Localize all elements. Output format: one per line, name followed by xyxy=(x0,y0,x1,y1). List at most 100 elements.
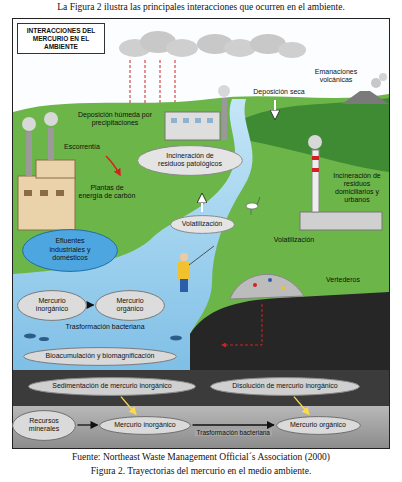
rain-line xyxy=(130,60,175,105)
ellipse-outline xyxy=(100,416,191,434)
ellipse-node: Disolución de mercurio inorgánico xyxy=(210,377,360,396)
ellipse-node: Mercurio orgánico xyxy=(95,290,165,321)
volatilization-arrow xyxy=(202,195,203,212)
ellipse-node: Efluentes industriales y domésticos xyxy=(22,229,118,272)
node-label: Volatilización xyxy=(182,220,222,228)
figure-frame xyxy=(13,19,390,449)
text-label: Volatilización xyxy=(266,236,322,244)
hospital-building xyxy=(165,112,220,140)
volatilization-arrow xyxy=(201,195,203,212)
figure-caption: Figura 2. Trayectorias del mercurio en e… xyxy=(4,466,398,477)
ellipse-outline xyxy=(18,290,87,320)
runoff-arrow xyxy=(106,156,120,175)
node-text: Volatilización xyxy=(182,220,222,228)
heron xyxy=(246,203,258,209)
cloud xyxy=(278,42,306,58)
leachate-arrow xyxy=(222,304,262,345)
node-text: Disolución de mercurio inorgánico xyxy=(232,382,337,390)
hills xyxy=(13,94,389,372)
coal-power-plant xyxy=(18,112,75,230)
fisherman xyxy=(189,246,214,265)
text-label: Emanaciones volcánicas xyxy=(310,68,362,84)
ellipse-node: Mercurio orgánico xyxy=(276,416,361,435)
volcano xyxy=(371,78,381,88)
fish xyxy=(24,334,36,339)
cloud xyxy=(119,31,306,58)
coal-power-plant xyxy=(26,132,32,176)
node-text: Mercurio inorgánico xyxy=(30,297,74,314)
heron xyxy=(246,197,260,215)
ellipse-outline xyxy=(276,416,360,434)
dry-deposition-arrow xyxy=(275,100,276,118)
text-label: Plantas de energía de carbón xyxy=(78,184,136,200)
node-text: Mercurio inorgánico xyxy=(114,421,175,429)
heron xyxy=(257,197,260,205)
text-label: Trasformación bacteriana xyxy=(50,323,160,331)
landfill-ground xyxy=(190,292,389,372)
hills xyxy=(13,94,389,372)
node-label: Mercurio inorgánico xyxy=(30,297,74,314)
sediment-band xyxy=(13,370,389,406)
text-label: Incineración de residuos domiciliarios y… xyxy=(328,172,386,204)
waste-incinerator xyxy=(312,168,319,172)
waste-incinerator xyxy=(300,212,382,230)
node-text: Sedimentación de mercurio inorgánico xyxy=(52,382,171,390)
node-text: Recursos minerales xyxy=(24,417,64,434)
hospital-building xyxy=(195,118,201,123)
coal-power-plant xyxy=(24,190,32,196)
flow-arrow xyxy=(294,397,309,415)
landfill-ground xyxy=(268,278,272,282)
node-label: Bioacumulación y biomagnificación xyxy=(46,352,155,360)
ellipse-outline xyxy=(13,410,76,440)
node-label: Sedimentación de mercurio inorgánico xyxy=(52,382,171,390)
fish xyxy=(24,334,182,342)
title-box: INTERACCIONES DEL MERCURIO EN EL AMBIENT… xyxy=(17,23,105,54)
fisherman xyxy=(178,246,214,292)
fisherman xyxy=(178,262,190,279)
node-label: Mercurio inorgánico xyxy=(114,421,175,429)
ellipse-node: Volatilización xyxy=(170,215,235,234)
coal-power-plant xyxy=(56,190,64,196)
fisherman xyxy=(180,253,188,261)
ellipse-node: Mercurio inorgánico xyxy=(99,416,191,435)
text-label: Escorrentía xyxy=(60,143,104,151)
rain-line xyxy=(175,60,176,105)
sediment-band xyxy=(13,370,389,406)
hospital-building xyxy=(171,118,177,123)
flow-arrow xyxy=(121,397,136,415)
node-text: Incineración de residuos patológicos xyxy=(154,152,226,169)
dry-deposition-arrow xyxy=(274,100,276,118)
mineral-band xyxy=(13,406,389,448)
rain-line xyxy=(145,60,146,105)
node-text: Mercurio orgánico xyxy=(290,421,346,429)
volcano xyxy=(379,73,387,81)
runoff-arrow xyxy=(106,156,120,175)
heron xyxy=(251,209,252,215)
landfill-ground xyxy=(190,274,389,372)
node-text: Mercurio orgánico xyxy=(108,297,152,314)
flow-arrow xyxy=(89,304,94,305)
waste-incinerator xyxy=(312,156,319,160)
ellipse-node: Mercurio inorgánico xyxy=(17,290,87,321)
flow-arrow xyxy=(193,424,275,425)
ellipse-outline xyxy=(24,347,177,365)
ellipse-node: Sedimentación de mercurio inorgánico xyxy=(28,377,196,396)
node-label: Efluentes industriales y domésticos xyxy=(38,237,102,262)
ellipse-outline xyxy=(211,377,360,395)
hospital-building xyxy=(207,118,213,123)
text-label: Fuente: Northeast Waste Management Offic… xyxy=(4,452,398,463)
node-label: Recursos minerales xyxy=(24,417,64,434)
waste-incinerator xyxy=(308,135,322,149)
landfill-ground xyxy=(281,286,285,290)
coal-power-plant xyxy=(44,112,58,126)
flow-arrow xyxy=(78,424,98,425)
fish xyxy=(170,336,182,341)
coal-power-plant xyxy=(40,190,48,196)
text-label: Vertederos xyxy=(318,276,368,284)
ellipse-outline xyxy=(23,229,118,271)
landfill-ground xyxy=(253,283,257,287)
ellipse-outline xyxy=(138,145,243,175)
coal-power-plant xyxy=(36,160,75,178)
edge-label: Trasformación bacteriana xyxy=(195,429,272,436)
cloud xyxy=(166,39,198,57)
